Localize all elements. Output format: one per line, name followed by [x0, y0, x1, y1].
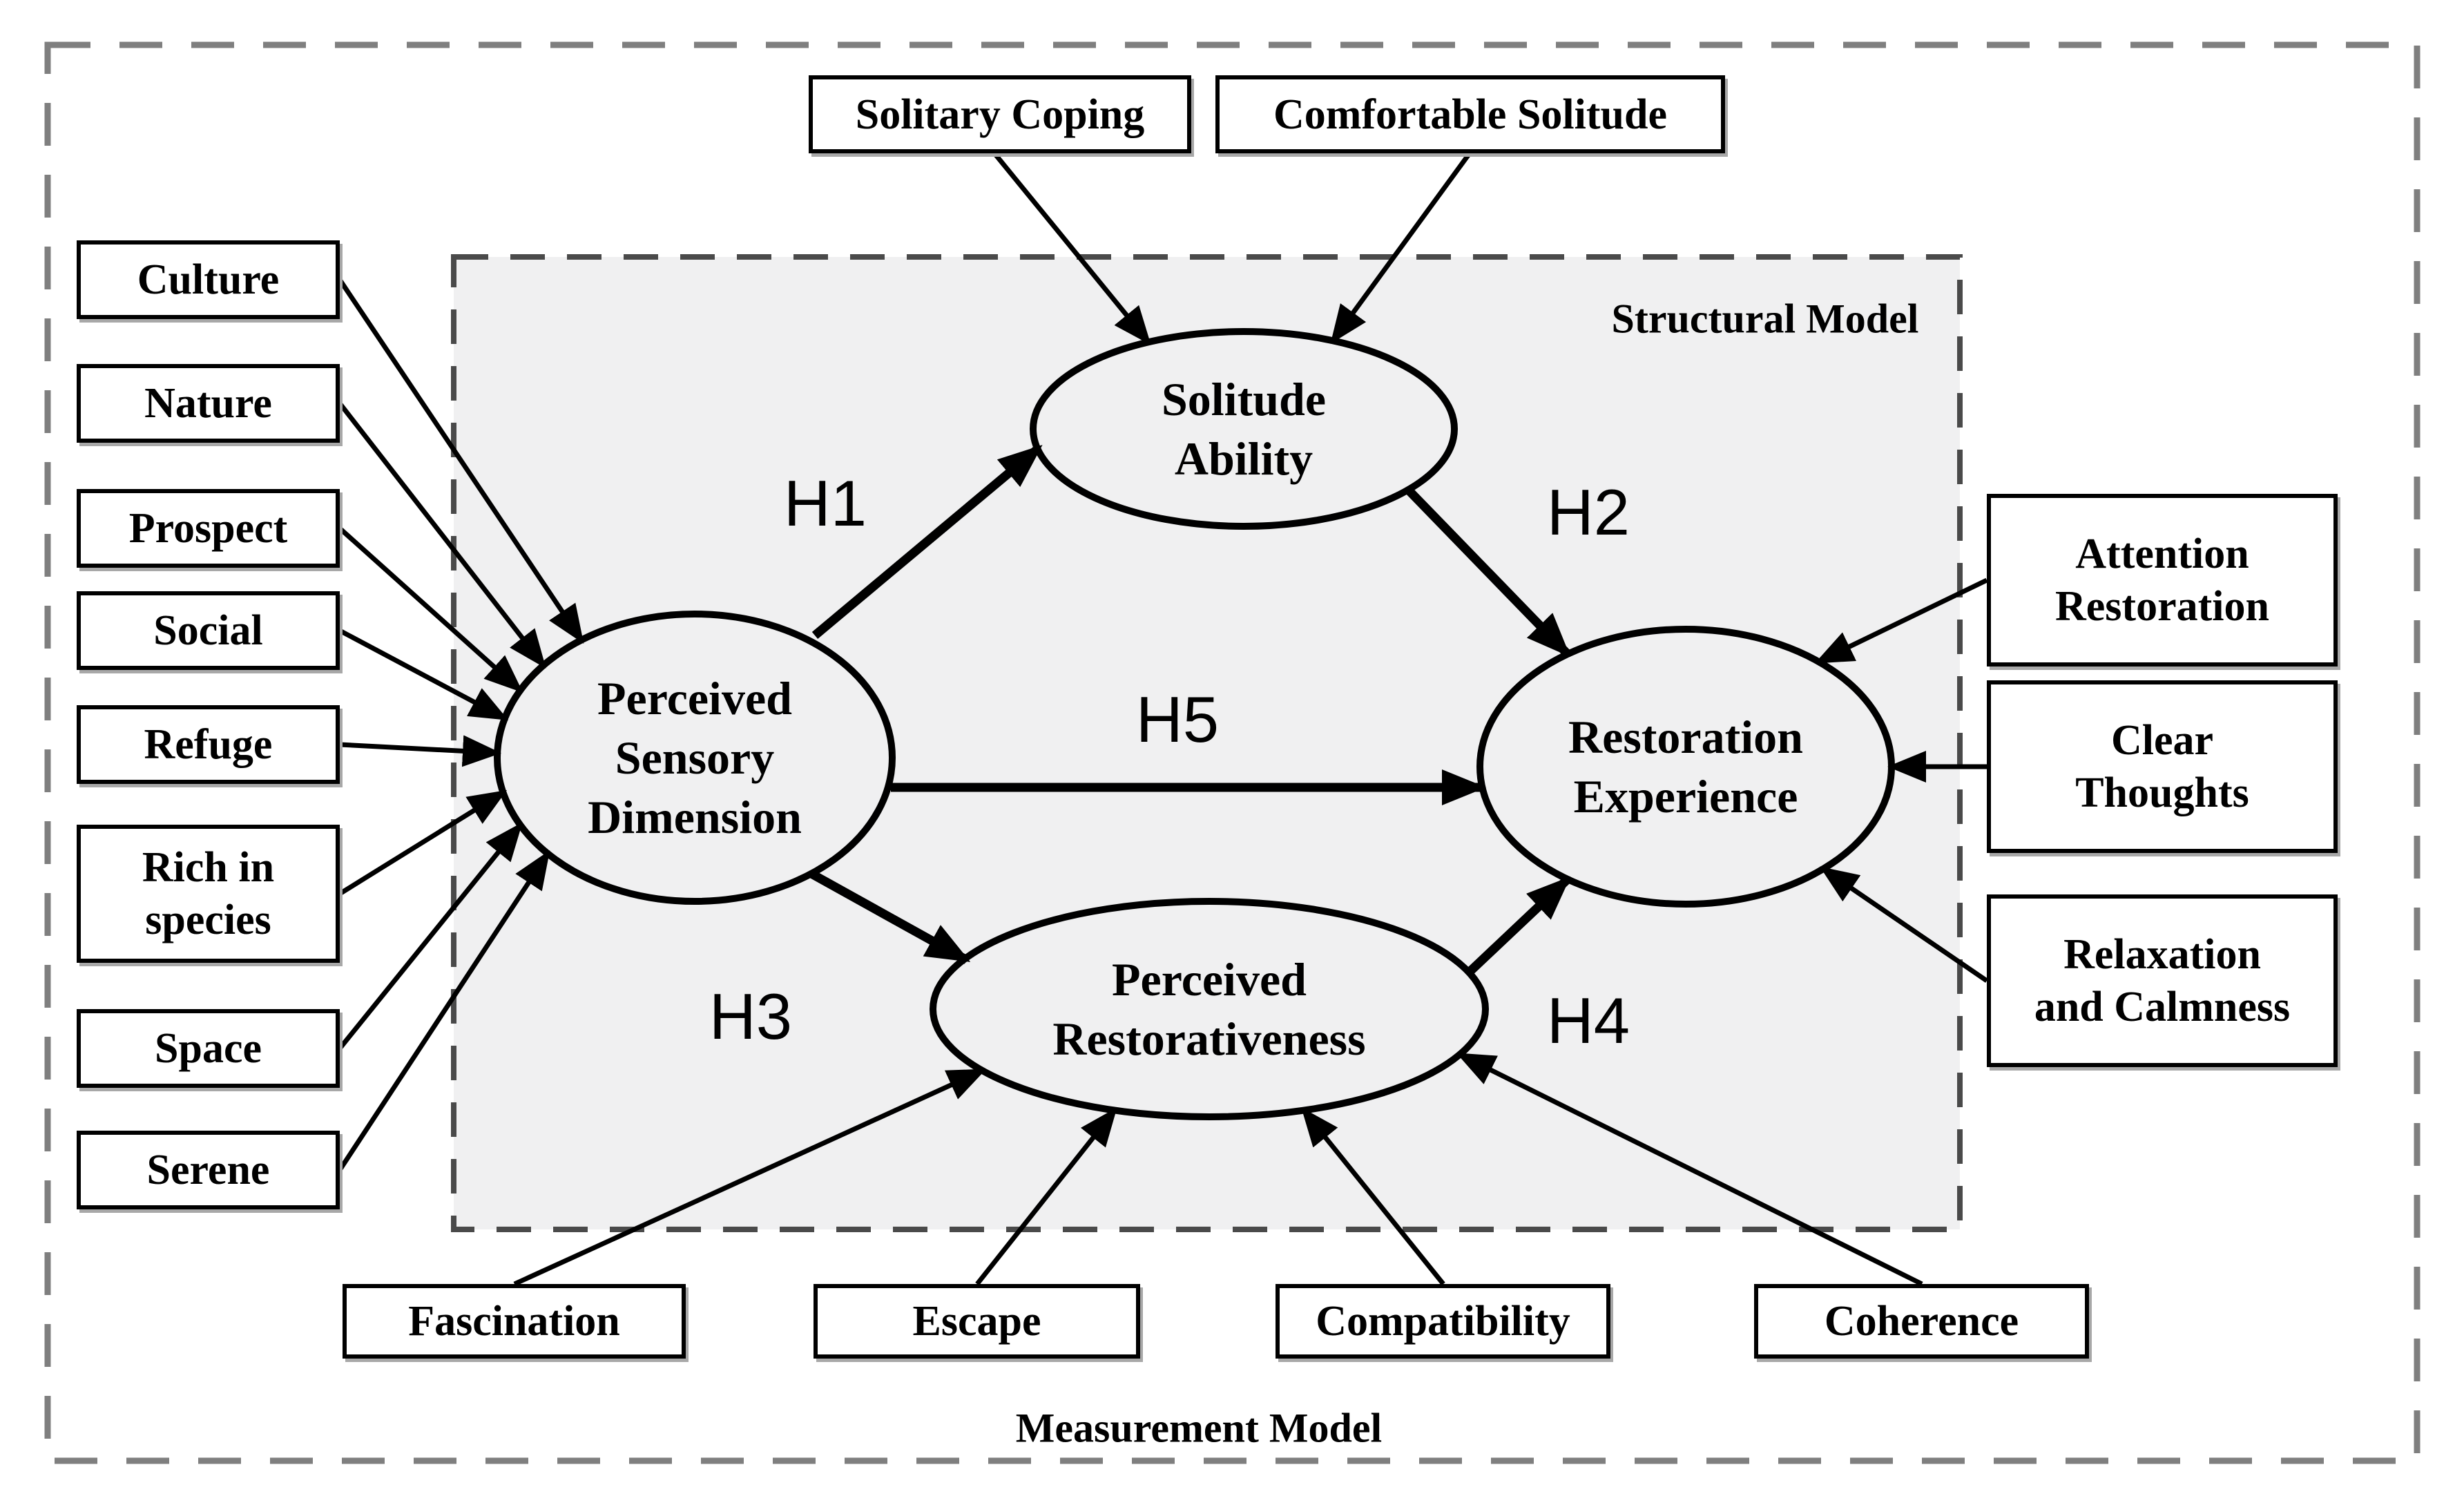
hypothesis-h2: H2	[1546, 476, 1630, 548]
path-h1-psd-solitude	[811, 444, 1043, 639]
edge-nature-psd	[338, 401, 546, 669]
edge-space-psd	[338, 822, 523, 1051]
indicator-prospect: Prospect	[77, 489, 340, 568]
structural-model-label: Structural Model	[1611, 296, 1919, 342]
hypothesis-h4: H4	[1546, 984, 1630, 1057]
indicator-fascination: Fascination	[343, 1284, 686, 1359]
indicator-nature: Nature	[77, 364, 340, 443]
indicator-clear-thoughts: Clear Thoughts	[1987, 680, 2338, 853]
latent-perceived-sensory-dimension: Perceived Sensory Dimension	[588, 672, 802, 843]
edge-coherence-restorativeness	[1456, 1052, 1923, 1287]
edge-solitary-solitude	[992, 151, 1151, 345]
edge-social-psd	[338, 628, 509, 721]
edge-rich-psd	[338, 789, 508, 896]
edge-attention-restoration	[1814, 577, 1988, 664]
edge-relax-restoration	[1820, 866, 1988, 983]
outer-dashed-border	[44, 41, 2420, 1464]
edge-compatibility-restorativeness	[1301, 1107, 1445, 1286]
path-h2-solitude-restoration	[1405, 487, 1571, 658]
indicator-compatibility: Compatibility	[1276, 1284, 1610, 1359]
indicator-space: Space	[77, 1009, 340, 1088]
indicator-comfortable-solitude: Comfortable Solitude	[1215, 75, 1725, 153]
measurement-model-label: Measurement Model	[1015, 1405, 1383, 1451]
edge-escape-restorativeness	[975, 1107, 1117, 1286]
indicator-culture: Culture	[77, 240, 340, 319]
indicator-refuge: Refuge	[77, 705, 340, 784]
indicator-social: Social	[77, 591, 340, 670]
edge-prospect-psd	[338, 526, 523, 693]
indicator-serene: Serene	[77, 1131, 340, 1209]
indicator-escape: Escape	[814, 1284, 1140, 1359]
path-h3-psd-restorativeness	[809, 870, 971, 964]
indicator-rich-in-species: Rich in species	[77, 825, 340, 963]
ellipse-perceived-restorativeness	[930, 898, 1489, 1120]
latent-perceived-restorativeness: Perceived Restorativeness	[1052, 953, 1366, 1065]
edge-culture-psd	[338, 278, 584, 644]
latent-restoration-experience: Restoration Experience	[1568, 711, 1803, 823]
hypothesis-h1: H1	[783, 467, 867, 539]
indicator-relaxation-and-calmness: Relaxation and Calmness	[1987, 894, 2338, 1067]
indicator-attention-restoration: Attention Restoration	[1987, 494, 2338, 667]
edge-serene-psd	[338, 850, 550, 1171]
indicator-coherence: Coherence	[1754, 1284, 2089, 1359]
ellipse-solitude-ability	[1030, 328, 1458, 530]
hypothesis-h5: H5	[1135, 683, 1220, 756]
indicator-solitary-coping: Solitary Coping	[809, 75, 1191, 153]
hypothesis-h3: H3	[709, 980, 793, 1053]
path-h4-restorativeness-restoration	[1465, 876, 1571, 976]
edge-fascination-restorativeness	[513, 1068, 987, 1287]
latent-solitude-ability: Solitude Ability	[1161, 373, 1327, 485]
edge-refuge-psd	[339, 735, 501, 767]
edge-comfortable-solitude	[1330, 151, 1472, 344]
